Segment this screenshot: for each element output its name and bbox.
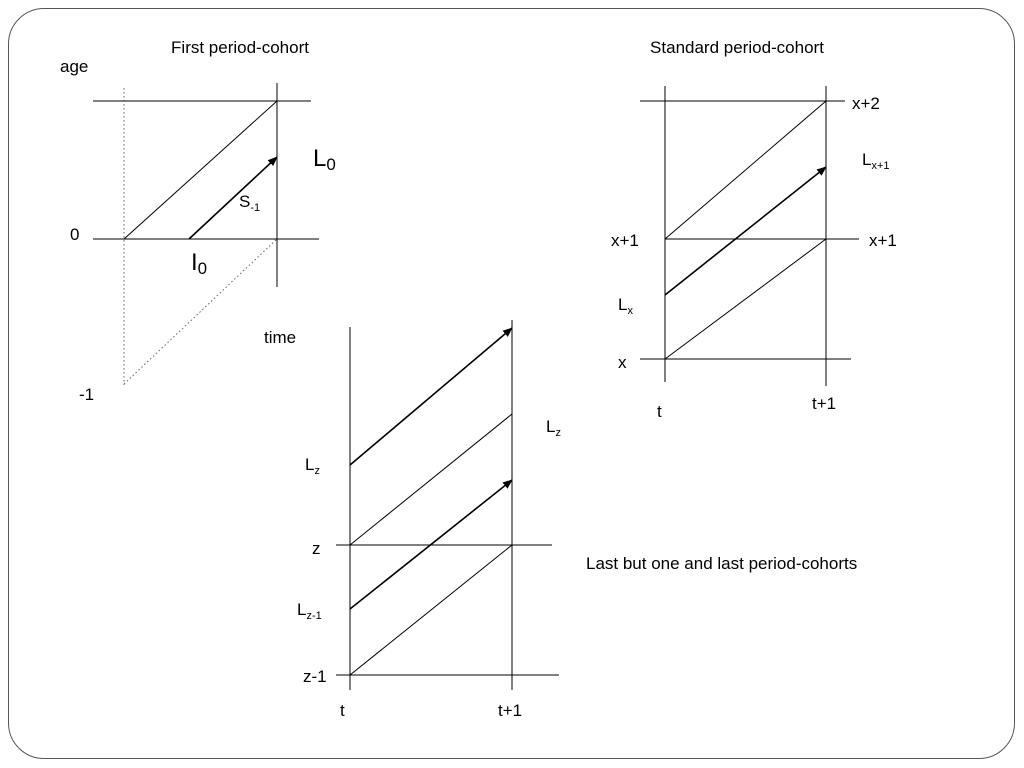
- first-period-cohort: First period-cohort age 0 -1 L0 S-1 I0: [60, 38, 336, 404]
- last-Lz1-label: Lz-1: [297, 600, 322, 622]
- standard-upper-diagonal: [664, 100, 827, 240]
- standard-title: Standard period-cohort: [650, 38, 824, 57]
- standard-x2-label: x+2: [852, 94, 880, 113]
- first-title: First period-cohort: [171, 38, 309, 57]
- standard-lower-diagonal: [664, 238, 827, 360]
- first-dotted-diagonal: [123, 238, 278, 385]
- standard-arrow: [664, 166, 827, 296]
- last-t1-label: t+1: [498, 701, 522, 720]
- first-age-label: age: [60, 57, 88, 76]
- slide-frame: [8, 8, 1015, 759]
- standard-t1-label: t+1: [812, 394, 836, 413]
- last-t-label: t: [340, 701, 345, 720]
- standard-x1-right-label: x+1: [869, 231, 897, 250]
- last-top-arrow: [349, 327, 513, 466]
- last-upper-diagonal: [349, 413, 513, 546]
- first-arrow: [188, 156, 278, 240]
- first-diagonal: [123, 100, 278, 240]
- standard-t-label: t: [657, 402, 662, 421]
- last-z1-label: z-1: [303, 667, 327, 686]
- last-lower-diagonal: [349, 544, 513, 676]
- last-bottom-arrow: [349, 479, 513, 610]
- last-time-label: time: [264, 328, 296, 347]
- standard-Lx-label: Lx: [618, 295, 633, 317]
- standard-x1-left-label: x+1: [611, 231, 639, 250]
- standard-x-label: x: [618, 353, 627, 372]
- first-zero-label: 0: [70, 225, 79, 244]
- last-Lz-right-label: Lz: [546, 417, 561, 439]
- first-I0-label: I0: [191, 249, 207, 278]
- last-period-cohorts: time Lz Lz Lz-1 z z-1 t t+1 Last but one…: [264, 320, 857, 720]
- first-minus-one-label: -1: [79, 385, 94, 404]
- standard-Lx1-label: Lx+1: [862, 150, 890, 172]
- last-z-label: z: [312, 539, 321, 558]
- first-L0-label: L0: [313, 145, 336, 174]
- first-S-label: S-1: [239, 192, 260, 214]
- last-caption: Last but one and last period-cohorts: [586, 554, 857, 573]
- last-Lz-left-label: Lz: [305, 455, 320, 477]
- standard-period-cohort: Standard period-cohort x+2 x+1 x+1 x t t…: [611, 38, 897, 421]
